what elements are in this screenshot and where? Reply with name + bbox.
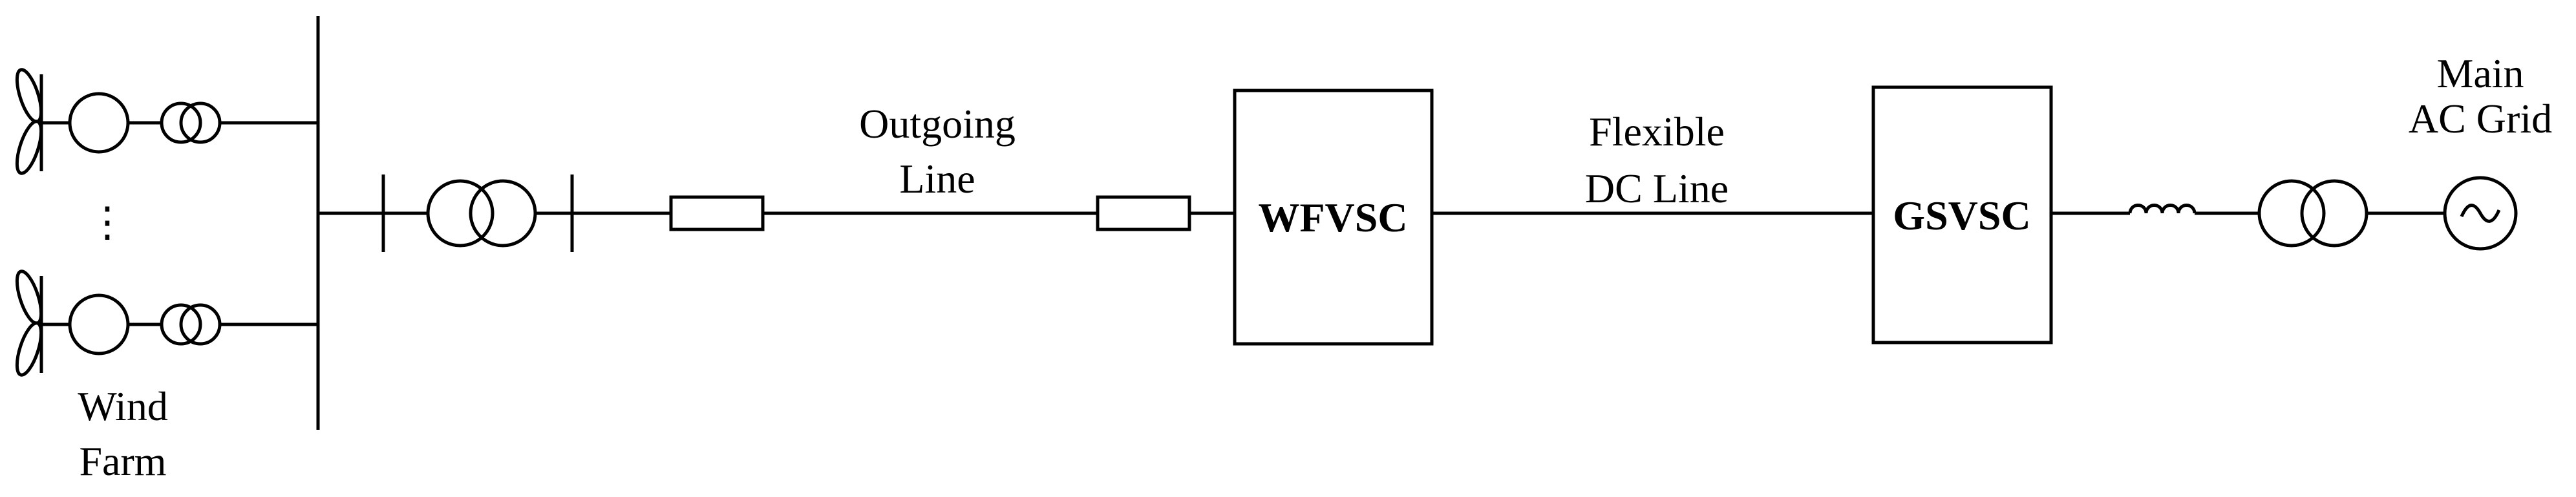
- main-grid-label-line1: Main: [2436, 50, 2524, 96]
- main-grid-label-line2: AC Grid: [2409, 96, 2552, 142]
- transformer-icon: [426, 179, 537, 248]
- wind-turbine-2: [15, 270, 318, 377]
- resistor-icon: [669, 195, 765, 231]
- ac-source-icon: [2443, 176, 2518, 251]
- generator-icon: [68, 92, 130, 154]
- dc-line-label-line2: DC Line: [1585, 165, 1729, 211]
- wind-turbine-1: [15, 68, 318, 175]
- inductor-icon: [2128, 204, 2197, 214]
- transformer-icon: [2257, 179, 2368, 248]
- turbine-ellipsis: ⋮: [87, 199, 128, 245]
- transformer-icon: [160, 303, 222, 346]
- wind-turbine-icon: [15, 270, 70, 377]
- dc-line-label-line1: Flexible: [1589, 109, 1725, 154]
- wfvsc-box: WFVSC: [1233, 89, 1434, 346]
- transformer-icon: [160, 101, 222, 144]
- gsvsc-box: GSVSC: [1871, 85, 2053, 344]
- outgoing-line-label-line1: Outgoing: [859, 101, 1016, 147]
- wind-turbine-icon: [15, 68, 70, 175]
- outgoing-line-label-line2: Line: [899, 156, 975, 202]
- generator-icon: [68, 293, 130, 355]
- resistor-icon: [1096, 195, 1191, 231]
- wind-farm-label-line2: Farm: [79, 438, 166, 484]
- gsvsc-label: GSVSC: [1893, 193, 2030, 238]
- wfvsc-label: WFVSC: [1258, 195, 1407, 240]
- wind-farm-label-line1: Wind: [78, 383, 168, 429]
